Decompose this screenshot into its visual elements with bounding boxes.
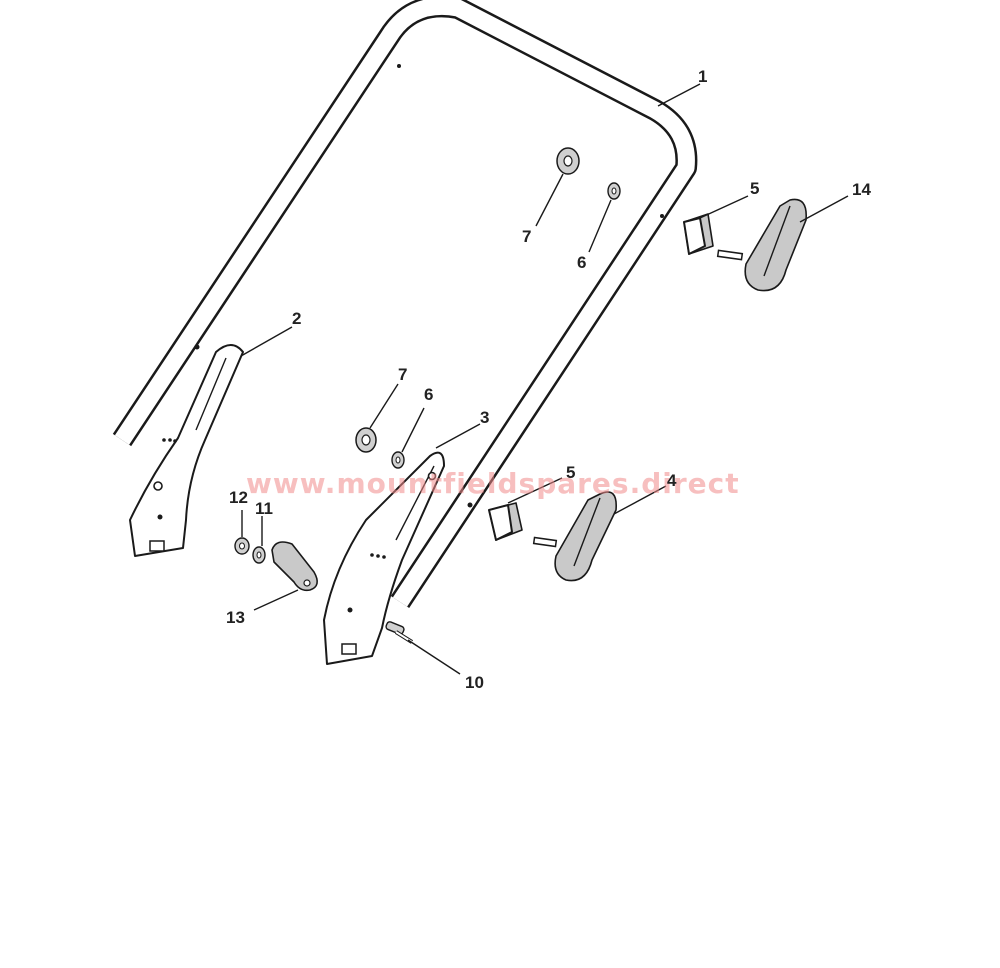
- lower-spacer: [488, 502, 523, 541]
- callout-4: 4: [667, 471, 677, 490]
- watermark-text: www.mountfieldspares.direct: [246, 467, 740, 500]
- lower-nut-7: [355, 427, 377, 453]
- callout-10: 10: [465, 673, 484, 692]
- washer-11: [252, 546, 266, 564]
- bolt-10: [385, 621, 414, 644]
- upper-knob: [716, 198, 807, 292]
- callout-3: 3: [480, 408, 489, 427]
- right-bracket: [323, 451, 445, 665]
- leader-lines: [240, 83, 849, 675]
- cam-lever-13: [271, 541, 318, 592]
- callout-5-upper: 5: [750, 179, 759, 198]
- callout-11: 11: [255, 499, 273, 518]
- callout-6-lower: 6: [424, 385, 433, 404]
- callout-2: 2: [292, 309, 301, 328]
- callout-7-lower: 7: [398, 365, 407, 384]
- callout-14: 14: [852, 180, 871, 199]
- callout-12: 12: [229, 488, 248, 507]
- callout-6-upper: 6: [577, 253, 586, 272]
- lower-washer-6: [391, 451, 405, 469]
- callout-13: 13: [226, 608, 245, 627]
- upper-spacer: [683, 213, 714, 255]
- nut-12: [234, 537, 250, 555]
- lower-knob: [532, 491, 617, 582]
- upper-nut-7: [556, 147, 580, 175]
- callout-7-upper: 7: [522, 227, 531, 246]
- left-bracket: [129, 344, 244, 557]
- callout-5-lower: 5: [566, 463, 575, 482]
- callout-labels: 1 2 3 4 5 5 6 6 7 7 10 11 12 13 14: [226, 67, 871, 692]
- upper-washer-6: [607, 182, 621, 200]
- handle-tube: [112, 0, 698, 609]
- callout-1: 1: [698, 67, 707, 86]
